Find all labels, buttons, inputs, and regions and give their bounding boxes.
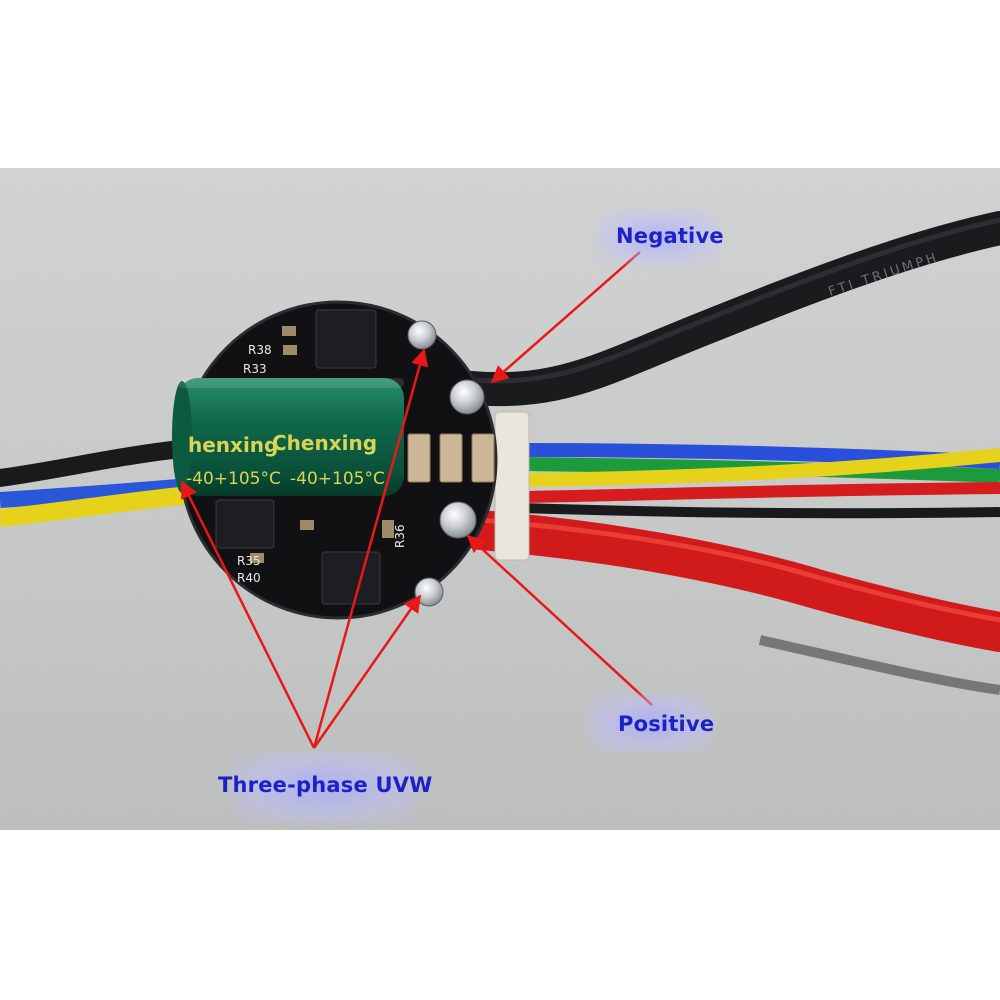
- silk-r40: R40: [237, 571, 261, 585]
- label-positive: Positive: [618, 712, 715, 736]
- annotation-arrows: [180, 251, 653, 749]
- silk-r36: R36: [393, 524, 407, 548]
- cable-shadow: [758, 635, 1000, 695]
- arrow-phase-w: [312, 594, 422, 749]
- arrow-negative: [490, 251, 641, 384]
- wire-connector: [494, 411, 530, 561]
- silk-r35: R35: [237, 554, 261, 568]
- electrolytic-capacitor: henxing Chenxing -40+105°C -40+105°C: [172, 378, 404, 496]
- cap-rating-2: -40+105°C: [290, 469, 385, 489]
- label-three-phase-uvw: Three-phase UVW: [218, 773, 433, 797]
- left-wires: [0, 439, 199, 527]
- arrow-positive: [466, 534, 653, 706]
- signal-wires: [519, 443, 1000, 519]
- arrow-phase-v: [312, 348, 429, 749]
- silk-r33: R33: [243, 362, 267, 376]
- uvw-label-glow: [232, 752, 418, 822]
- negative-cable: [453, 211, 1000, 407]
- cap-brand-1: henxing: [188, 433, 278, 457]
- negative-label-glow: [598, 210, 720, 264]
- positive-label-glow: [588, 694, 712, 752]
- cap-brand-2: Chenxing: [272, 431, 377, 455]
- arrow-phase-u: [180, 480, 316, 749]
- silk-r38: R38: [248, 343, 272, 357]
- solder-pads: [177, 320, 485, 607]
- label-negative: Negative: [616, 224, 724, 248]
- positive-cable: [460, 510, 1000, 652]
- cap-rating-1: -40+105°C: [186, 469, 281, 489]
